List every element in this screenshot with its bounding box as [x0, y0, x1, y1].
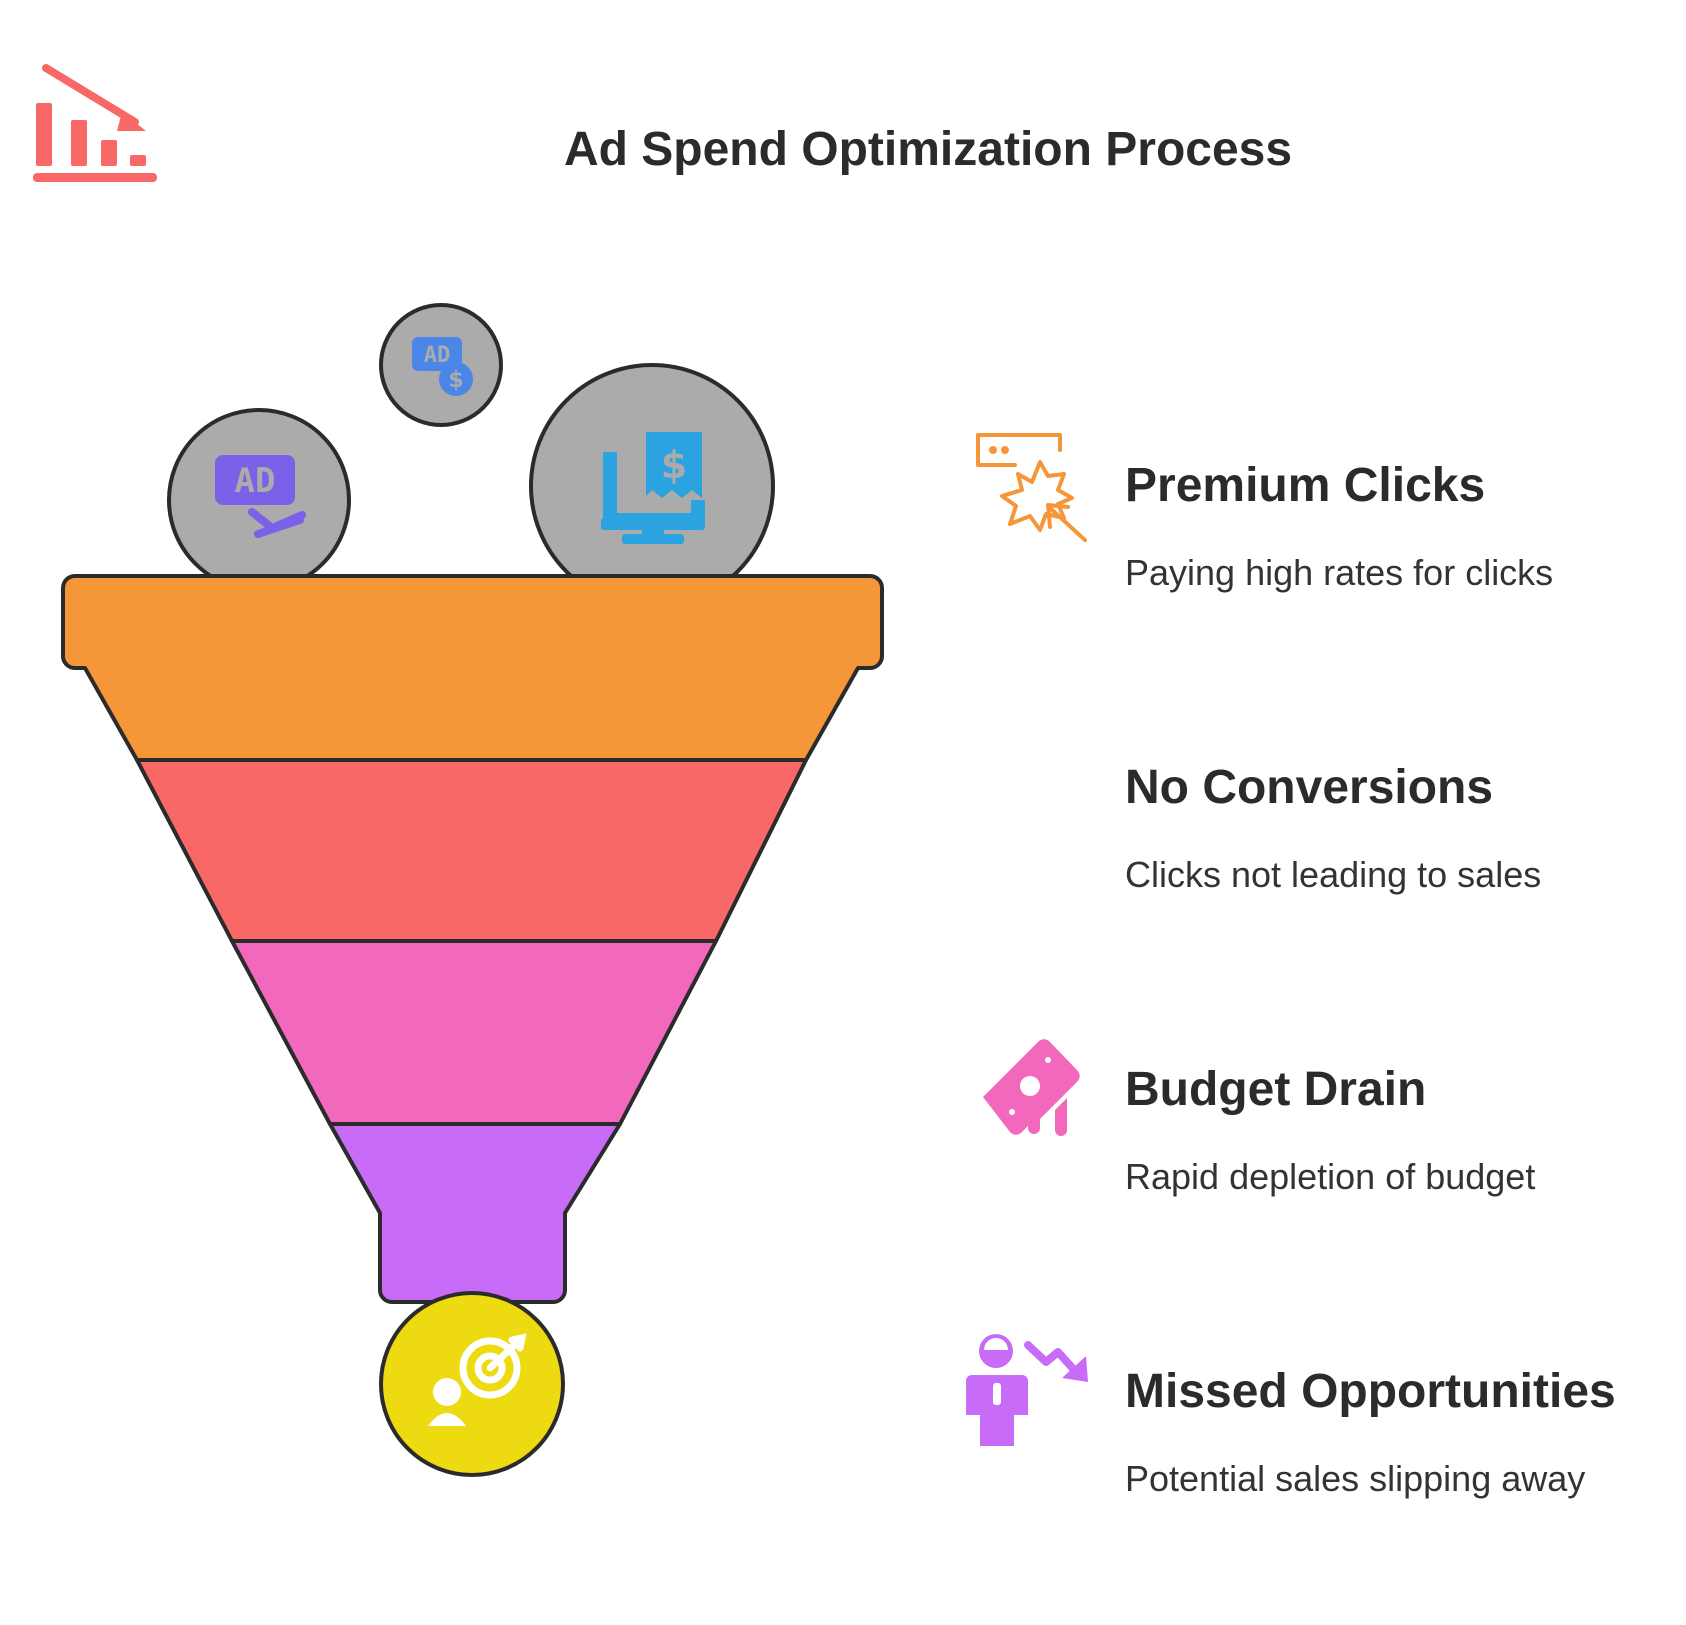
chart-decline-icon [33, 64, 157, 182]
funnel-layer-3 [230, 939, 718, 1126]
svg-text:$: $ [661, 443, 687, 487]
target-person-icon [428, 1333, 527, 1426]
money-drain-icon [983, 1039, 1080, 1136]
stage-desc-budget-drain: Rapid depletion of budget [1125, 1156, 1536, 1197]
stage-desc-missed-opportunities: Potential sales slipping away [1125, 1458, 1586, 1499]
stage-title-missed-opportunities: Missed Opportunities [1125, 1365, 1616, 1418]
funnel-layer-2 [135, 758, 808, 943]
monitor-invoice-icon: $ [601, 432, 705, 544]
stage-desc-no-conversions: Clicks not leading to sales [1125, 854, 1542, 895]
ad-dollar-icon: AD $ [412, 337, 473, 396]
stage-title-budget-drain: Budget Drain [1125, 1063, 1427, 1116]
funnel-layer-4 [328, 1122, 622, 1304]
input-ad-hand: AD [167, 408, 351, 592]
input-monitor-invoice: $ [529, 363, 775, 609]
funnel [61, 574, 884, 1304]
svg-text:AD: AD [424, 343, 451, 368]
person-trend-down-icon [966, 1334, 1088, 1446]
page-title: Ad Spend Optimization Process [563, 123, 1293, 176]
input-ad-dollar: AD $ [379, 303, 503, 427]
svg-text:$: $ [448, 368, 463, 393]
cursor-click-burst-icon [976, 433, 1087, 542]
svg-text:AD: AD [235, 461, 276, 501]
stage-title-no-conversions: No Conversions [1125, 761, 1494, 814]
stage-title-premium-clicks: Premium Clicks [1125, 459, 1486, 512]
funnel-layer-1 [61, 574, 884, 762]
output-target [379, 1291, 565, 1477]
ad-hand-icon: AD [215, 455, 306, 538]
stage-desc-premium-clicks: Paying high rates for clicks [1125, 552, 1554, 593]
